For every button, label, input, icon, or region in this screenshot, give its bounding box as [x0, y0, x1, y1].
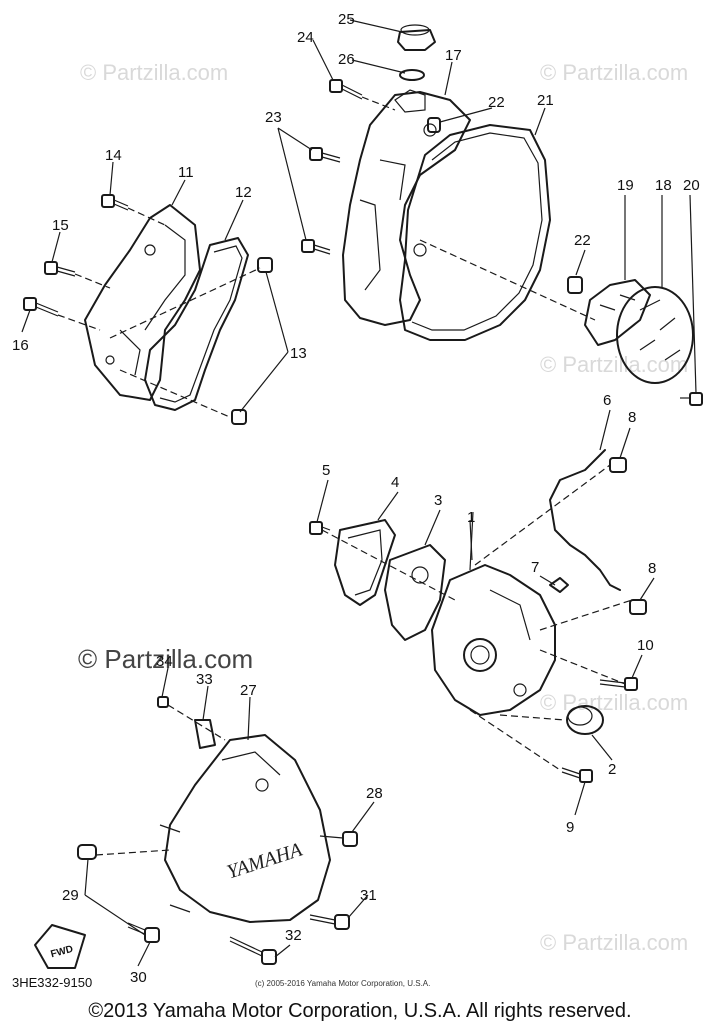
callout: 28 [366, 785, 383, 802]
bracket [194, 719, 216, 749]
cover-brand-text: YAMAHA [224, 838, 305, 883]
watermark: © Partzilla.com [540, 60, 688, 85]
callout: 23 [265, 109, 282, 126]
callout: 4 [391, 474, 399, 491]
cover-plate [584, 279, 651, 346]
left-crankcase-cover [84, 204, 201, 401]
callout: 12 [235, 184, 252, 201]
bolt [229, 936, 277, 965]
leader-lines [21, 19, 697, 967]
gasket-3 [384, 544, 446, 641]
diagram-code: 3HE332-9150 [12, 975, 93, 990]
callout: 3 [434, 492, 442, 509]
callout: 32 [285, 927, 302, 944]
watermark: © Partzilla.com [540, 690, 688, 715]
callout: 1 [467, 509, 475, 526]
bolt [319, 831, 358, 847]
callout: 19 [617, 177, 634, 194]
callout: 24 [297, 29, 314, 46]
dowel-pin [609, 457, 627, 473]
callout: 33 [196, 671, 213, 688]
callout: 25 [338, 11, 355, 28]
watermark: © Partzilla.com [540, 930, 688, 955]
oil-filler-cap [397, 24, 436, 51]
callout: 22 [574, 232, 591, 249]
bolt [301, 239, 331, 255]
bolt [309, 914, 350, 930]
watermarks: © Partzilla.com © Partzilla.com © Partzi… [78, 60, 688, 955]
callout: 5 [322, 462, 330, 479]
callout: 8 [648, 560, 656, 577]
dowel-pin [629, 599, 647, 615]
callout: 20 [683, 177, 700, 194]
watermark: © Partzilla.com [540, 352, 688, 377]
fwd-label: FWD [50, 944, 75, 961]
small-copyright: (c) 2005-2016 Yamaha Motor Corporation, … [255, 979, 431, 988]
callout: 21 [537, 92, 554, 109]
callout: 8 [628, 409, 636, 426]
callout: 22 [488, 94, 505, 111]
bolt [157, 696, 169, 708]
callout: 15 [52, 217, 69, 234]
o-ring [399, 69, 425, 81]
nut [549, 577, 569, 593]
bolt [599, 677, 638, 691]
screw [680, 392, 703, 406]
watermark: © Partzilla.com [80, 60, 228, 85]
bolt [127, 922, 160, 943]
generator-cover: YAMAHA [159, 734, 331, 923]
callout: 10 [637, 637, 654, 654]
clutch-cover [342, 89, 471, 326]
plug [566, 705, 604, 735]
clutch-cover-gasket [399, 124, 551, 341]
bolt [561, 767, 593, 783]
callout: 26 [338, 51, 355, 68]
callout: 30 [130, 969, 147, 986]
callout: 11 [178, 164, 194, 181]
bolt [309, 521, 331, 535]
bolt [101, 194, 129, 211]
callout: 34 [156, 653, 173, 670]
callout: 18 [655, 177, 672, 194]
crankcase-cover-1 [431, 564, 556, 716]
callout: 27 [240, 682, 257, 699]
bolt [329, 79, 363, 100]
fwd-arrow-icon: FWD [34, 924, 86, 969]
dowel-pin [257, 257, 273, 273]
dowel-pin [231, 409, 247, 425]
callout: 13 [290, 345, 307, 362]
callout: 17 [445, 47, 462, 64]
bolt [309, 147, 341, 163]
callouts: 1 2 3 4 5 6 7 8 8 9 10 11 12 13 14 15 16… [12, 11, 700, 986]
left-cover-gasket [144, 237, 249, 411]
cover-plate-outer [616, 286, 694, 384]
callout: 14 [105, 147, 122, 164]
gasket-4 [334, 519, 396, 606]
bolt [44, 261, 76, 277]
callout: 7 [531, 559, 539, 576]
callout: 9 [566, 819, 574, 836]
callout: 16 [12, 337, 29, 354]
dowel-pin [567, 276, 583, 294]
dowel-pin [427, 117, 441, 133]
watermark-main: © Partzilla.com [78, 644, 253, 674]
copyright-footer: ©2013 Yamaha Motor Corporation, U.S.A. A… [88, 1000, 632, 1022]
callout: 29 [62, 887, 79, 904]
dowel-pin [77, 844, 97, 860]
callout: 2 [608, 761, 616, 778]
callout: 6 [603, 392, 611, 409]
